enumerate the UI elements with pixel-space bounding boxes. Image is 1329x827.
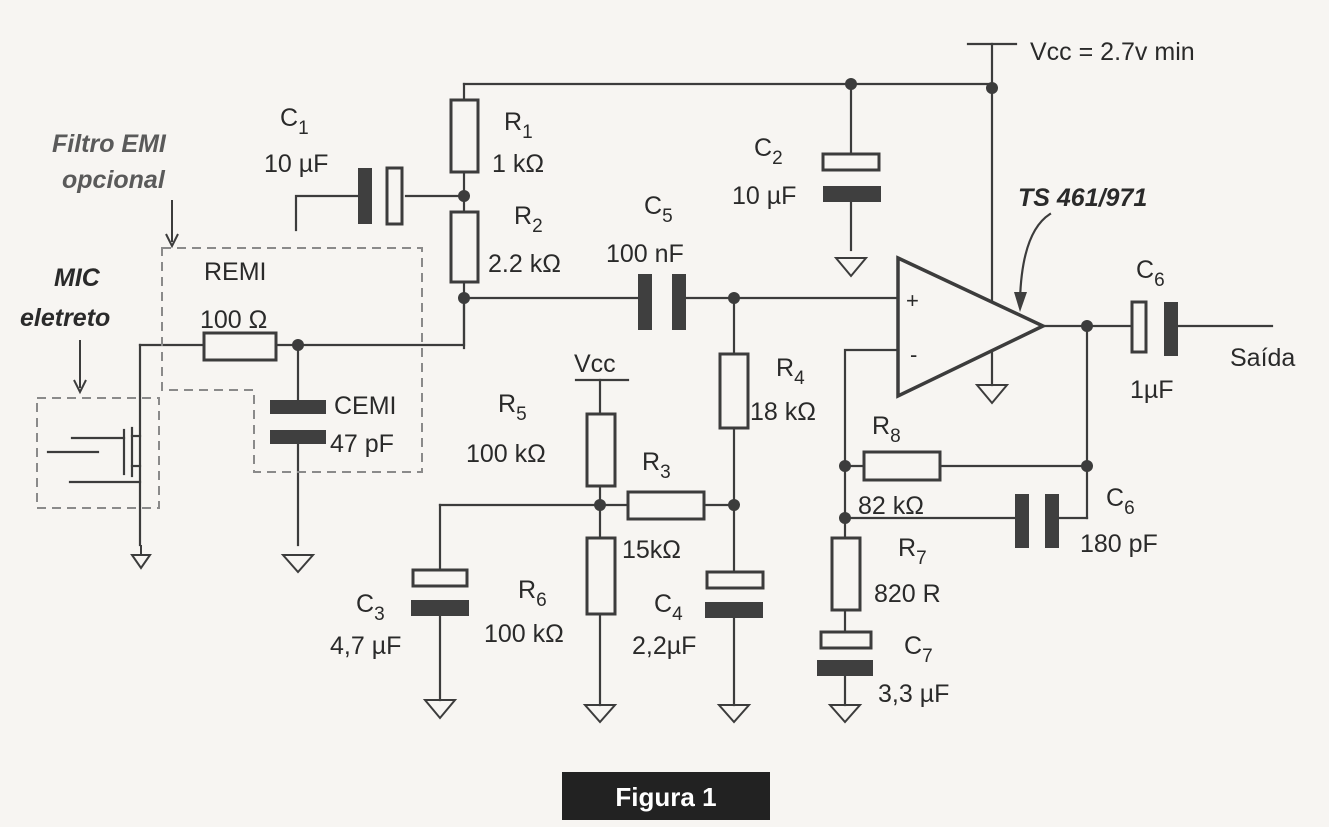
resistor-r7 xyxy=(830,536,862,612)
ground-icon xyxy=(716,704,752,724)
c1-label: C1 xyxy=(280,104,309,139)
capacitor-c6-feedback xyxy=(1015,494,1059,548)
caption-box xyxy=(562,772,770,820)
capacitor-cemi xyxy=(270,400,326,444)
capacitor-c2 xyxy=(821,152,881,202)
emi-title-2: opcional xyxy=(62,166,166,194)
r1-value: 1 kΩ xyxy=(492,150,544,178)
c4-value: 2,2µF xyxy=(632,632,696,660)
c1-value: 10 µF xyxy=(264,150,328,178)
figure-caption: Figura 1 xyxy=(615,782,716,812)
cemi-label: CEMI xyxy=(334,392,397,420)
capacitor-c3 xyxy=(411,568,469,616)
c5-label: C5 xyxy=(644,192,673,227)
emi-title-1: Filtro EMI xyxy=(52,130,167,158)
resistor-r6 xyxy=(585,536,617,616)
capacitor-c1 xyxy=(358,166,404,226)
opamp-label-arrow xyxy=(1018,212,1052,302)
ground-icon xyxy=(974,384,1010,405)
capacitor-c6-output xyxy=(1130,300,1178,356)
vcc-local-label: Vcc xyxy=(574,350,616,378)
resistor-r2 xyxy=(449,210,480,284)
c6-fb-label: C6 xyxy=(1106,484,1135,519)
opamp-minus: - xyxy=(910,342,917,367)
r7-label: R7 xyxy=(898,534,927,569)
resistor-remi xyxy=(202,331,278,362)
opamp-arrow-head xyxy=(1014,292,1027,312)
mic-title-2: eletreto xyxy=(20,304,110,332)
ground-icon xyxy=(827,704,863,724)
ground-symbols xyxy=(130,257,1010,724)
c7-value: 3,3 µF xyxy=(878,680,949,708)
opamp-plus: + xyxy=(906,288,919,313)
r4-value: 18 kΩ xyxy=(750,398,816,426)
resistor-r8 xyxy=(862,450,942,482)
output-label: Saída xyxy=(1230,344,1295,372)
c3-label: C3 xyxy=(356,590,385,625)
c4-label: C4 xyxy=(654,590,683,625)
remi-label: REMI xyxy=(204,258,267,286)
junction-dots xyxy=(292,78,1093,524)
r2-label: R2 xyxy=(514,202,543,237)
r1-label: R1 xyxy=(504,108,533,143)
c7-label: C7 xyxy=(904,632,933,667)
opamp-label: TS 461/971 xyxy=(1018,184,1147,212)
r2-value: 2.2 kΩ xyxy=(488,250,561,278)
r6-label: R6 xyxy=(518,576,547,611)
ground-icon xyxy=(422,699,458,720)
annotation-arrows xyxy=(73,200,179,395)
c2-label: C2 xyxy=(754,134,783,169)
r7-value: 820 R xyxy=(874,580,941,608)
mic-symbol xyxy=(46,426,142,484)
capacitor-c5 xyxy=(638,274,686,330)
r8-label: R8 xyxy=(872,412,901,447)
r8-value: 82 kΩ xyxy=(858,492,924,520)
mic-box xyxy=(36,397,160,509)
r5-label: R5 xyxy=(498,390,527,425)
remi-value: 100 Ω xyxy=(200,306,267,334)
opamp-triangle xyxy=(896,255,1048,399)
c5-value: 100 nF xyxy=(606,240,684,268)
r6-value: 100 kΩ xyxy=(484,620,564,648)
ground-icon xyxy=(833,257,869,278)
ground-icon xyxy=(280,554,316,574)
resistor-r5 xyxy=(585,412,617,488)
cemi-value: 47 pF xyxy=(330,430,394,458)
emi-filter-box xyxy=(161,247,423,473)
c2-value: 10 µF xyxy=(732,182,796,210)
ground-icon xyxy=(130,545,152,570)
mic-title-1: MIC xyxy=(54,264,101,292)
r3-value: 15kΩ xyxy=(622,536,681,564)
vcc-label: Vcc = 2.7v min xyxy=(1030,38,1195,66)
resistor-r3 xyxy=(626,490,706,521)
resistor-r1 xyxy=(449,98,480,174)
resistor-r4 xyxy=(718,352,750,430)
c3-value: 4,7 µF xyxy=(330,632,401,660)
c6-out-value: 1µF xyxy=(1130,376,1174,404)
ground-icon xyxy=(582,704,618,724)
capacitor-c4 xyxy=(705,570,765,618)
r3-label: R3 xyxy=(642,448,671,483)
capacitor-c7 xyxy=(817,630,873,676)
c6-fb-value: 180 pF xyxy=(1080,530,1158,558)
r4-label: R4 xyxy=(776,354,805,389)
r5-value: 100 kΩ xyxy=(466,440,546,468)
c6-out-label: C6 xyxy=(1136,256,1165,291)
